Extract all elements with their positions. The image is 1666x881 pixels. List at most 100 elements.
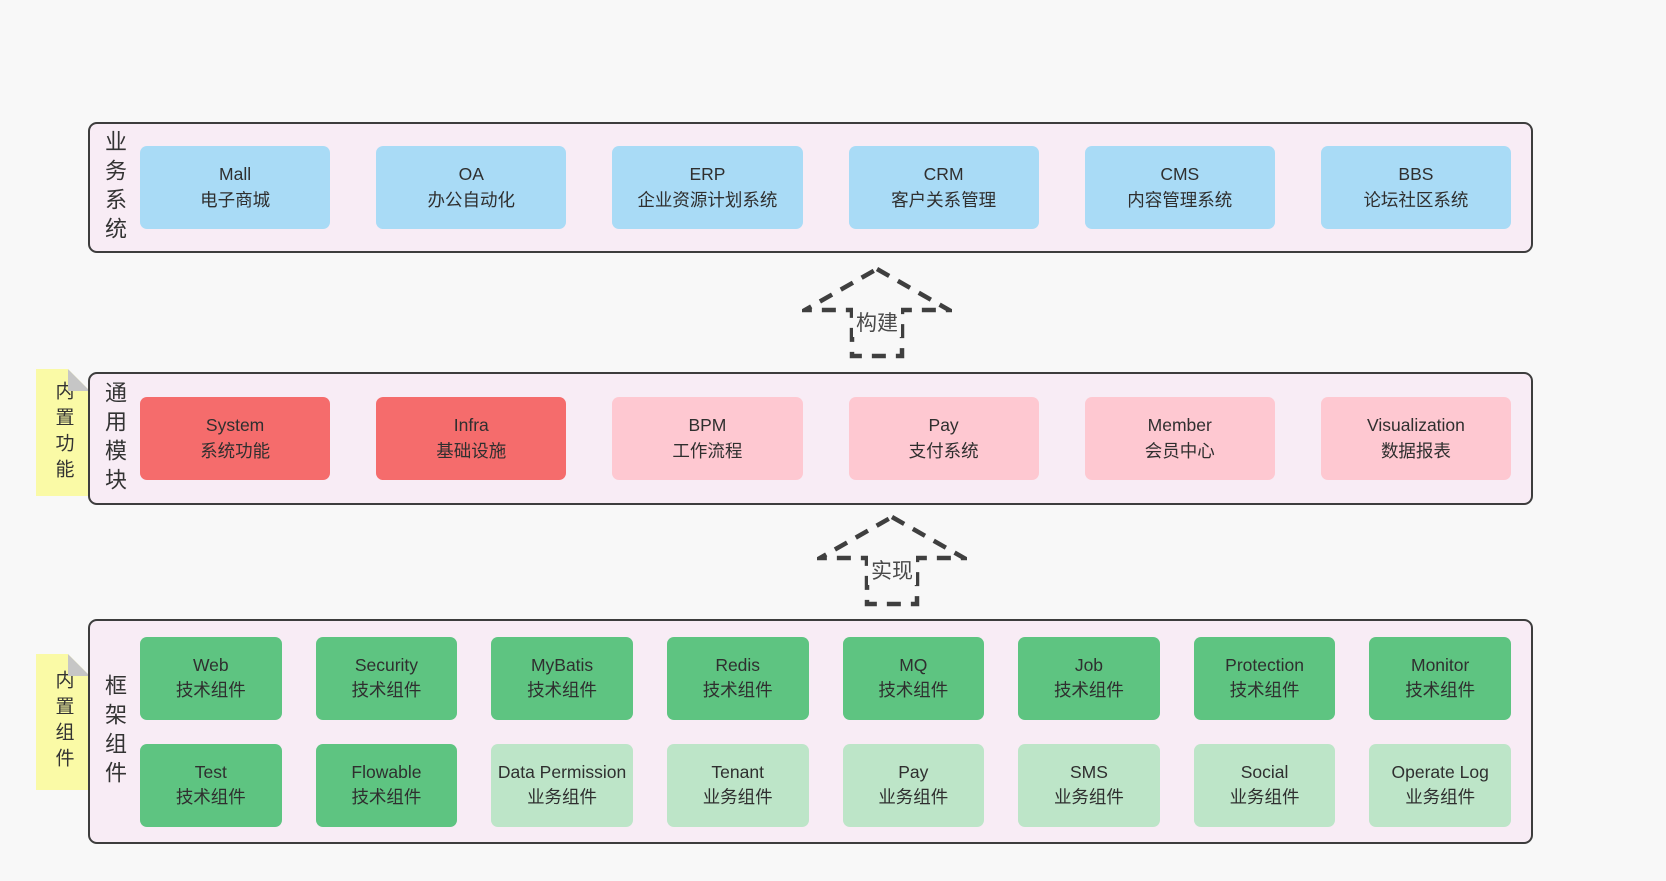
framework-boxes-grid: Web 技术组件 Security 技术组件 MyBatis 技术组件 Redi… [140,636,1511,827]
box-title-en: System [205,415,265,436]
box-subtitle-zh: 业务组件 [1405,787,1476,807]
box-title-en: Mall [219,164,252,185]
box-title-en: MyBatis [530,654,594,675]
tier-framework-components: 框架组件 Web 技术组件 Security 技术组件 MyBatis 技术组件… [88,619,1533,844]
dashed-up-arrow-build: 构建 [802,266,952,360]
box-subtitle-zh: 基础设施 [436,440,507,461]
box-subtitle-zh: 企业资源计划系统 [637,189,778,210]
box-title-en: Infra [453,415,489,436]
box-subtitle-zh: 会员中心 [1144,440,1215,461]
box-subtitle-zh: 业务组件 [1053,787,1124,807]
box-title-en: SMS [1069,761,1108,782]
box-subtitle-zh: 支付系统 [908,440,979,461]
box-subtitle-zh: 技术组件 [175,787,246,807]
box-subtitle-zh: 技术组件 [878,680,949,700]
box-subtitle-zh: 内容管理系统 [1127,189,1233,210]
folded-corner-icon [68,654,90,676]
box-oa: OA 办公自动化 [376,146,567,229]
box-title-en: Social [1240,761,1289,782]
box-mybatis: MyBatis 技术组件 [491,636,633,720]
box-pay-system: Pay 支付系统 [848,397,1039,480]
modules-boxes-row: System 系统功能 Infra 基础设施 BPM 工作流程 Pay 支付系统… [140,397,1512,480]
box-subtitle-zh: 工作流程 [672,440,743,461]
sticky-tag-built-in-components: 内置组件 [36,654,90,790]
box-bpm: BPM 工作流程 [612,397,803,480]
box-infra: Infra 基础设施 [376,397,567,480]
tier-label-business-systems: 业务系统 [102,129,127,246]
up-arrow-icon [817,514,967,607]
box-erp: ERP 企业资源计划系统 [612,146,803,229]
arrow-label-build: 构建 [853,307,901,337]
up-arrow-icon [802,266,952,359]
box-crm: CRM 客户关系管理 [848,146,1039,229]
box-title-en: Tenant [711,761,764,782]
box-monitor: Monitor 技术组件 [1369,636,1511,720]
box-pay-component: Pay 业务组件 [842,743,985,827]
box-title-en: Operate Log [1391,761,1489,782]
box-title-en: Redis [715,654,761,675]
box-subtitle-zh: 技术组件 [527,680,598,700]
sticky-tag-label: 内置组件 [52,670,74,774]
box-subtitle-zh: 技术组件 [1405,680,1476,700]
arrow-label-implement: 实现 [868,555,916,585]
box-mall: Mall 电子商城 [140,146,331,229]
box-visualization: Visualization 数据报表 [1320,397,1512,480]
box-title-en: Protection [1225,654,1304,675]
tier-label-framework-components: 框架组件 [102,673,127,790]
box-subtitle-zh: 办公自动化 [427,189,516,210]
box-subtitle-zh: 技术组件 [702,680,773,700]
box-title-en: Pay [898,761,929,782]
folded-corner-icon [68,369,90,391]
box-subtitle-zh: 技术组件 [175,680,246,700]
box-sms: SMS 业务组件 [1018,743,1160,827]
box-title-en: Test [194,761,227,782]
box-member: Member 会员中心 [1084,397,1275,480]
box-operate-log: Operate Log 业务组件 [1369,743,1511,827]
box-title-en: BPM [688,415,727,436]
box-title-en: Job [1074,654,1104,675]
business-boxes-row: Mall 电子商城 OA 办公自动化 ERP 企业资源计划系统 CRM 客户关系… [140,146,1512,229]
box-title-en: OA [458,164,484,185]
box-redis: Redis 技术组件 [666,636,809,720]
box-subtitle-zh: 系统功能 [200,440,271,461]
box-title-en: CRM [923,164,964,185]
tier-business-systems: 业务系统 Mall 电子商城 OA 办公自动化 ERP 企业资源计划系统 CRM… [88,122,1533,253]
box-subtitle-zh: 论坛社区系统 [1363,189,1469,210]
box-title-en: Pay [928,415,959,436]
box-subtitle-zh: 客户关系管理 [891,189,997,210]
box-subtitle-zh: 业务组件 [527,787,598,807]
box-subtitle-zh: 技术组件 [1229,680,1300,700]
box-title-en: Web [192,654,229,675]
box-title-en: Flowable [351,761,422,782]
tier-label-common-modules: 通用模块 [102,380,127,497]
box-system: System 系统功能 [140,397,331,480]
dashed-up-arrow-implement: 实现 [817,514,967,608]
box-tenant: Tenant 业务组件 [666,743,809,827]
box-job: Job 技术组件 [1018,636,1160,720]
box-title-en: Member [1147,415,1212,436]
sticky-tag-label: 内置功能 [52,380,74,485]
box-title-en: MQ [899,654,928,675]
box-title-en: CMS [1160,164,1200,185]
box-bbs: BBS 论坛社区系统 [1320,146,1512,229]
box-title-en: BBS [1398,164,1434,185]
box-subtitle-zh: 技术组件 [351,680,422,700]
tier-common-modules: 通用模块 System 系统功能 Infra 基础设施 BPM 工作流程 Pay… [88,372,1533,505]
box-subtitle-zh: 业务组件 [1229,787,1300,807]
box-title-en: Monitor [1411,654,1470,675]
box-subtitle-zh: 技术组件 [1053,680,1124,700]
box-subtitle-zh: 业务组件 [702,787,773,807]
box-cms: CMS 内容管理系统 [1084,146,1275,229]
box-title-en: Visualization [1366,415,1465,436]
box-title-en: Security [354,654,419,675]
box-subtitle-zh: 数据报表 [1380,440,1451,461]
sticky-tag-built-in-features: 内置功能 [36,369,90,496]
box-title-en: ERP [689,164,726,185]
box-web: Web 技术组件 [140,636,282,720]
box-subtitle-zh: 业务组件 [878,787,949,807]
box-protection: Protection 技术组件 [1193,636,1336,720]
box-title-en: Data Permission [497,761,627,782]
box-subtitle-zh: 技术组件 [351,787,422,807]
box-subtitle-zh: 电子商城 [200,189,271,210]
